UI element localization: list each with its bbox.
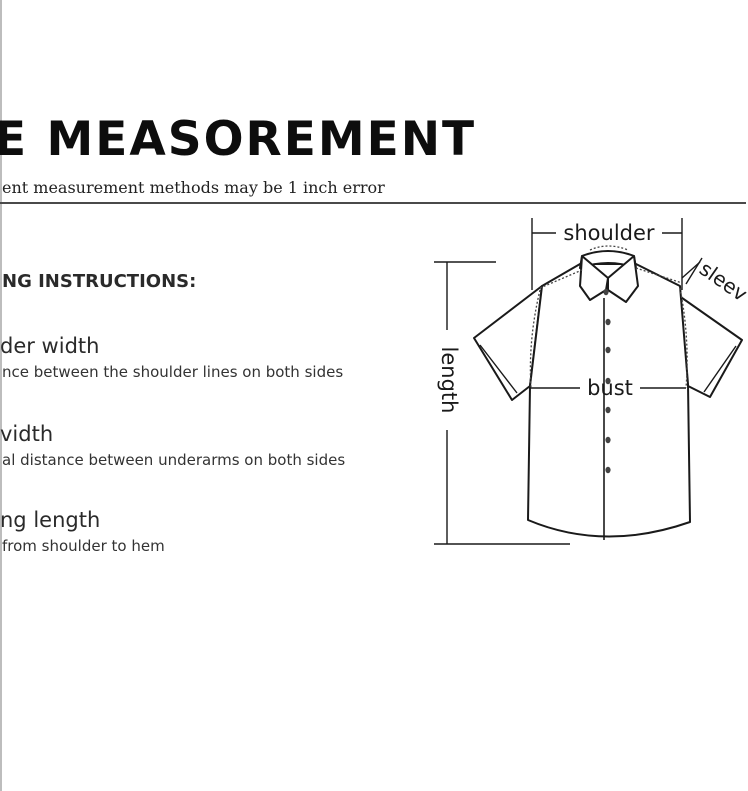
button [605,466,611,474]
left-border [0,0,2,791]
length-measure-line [434,261,570,545]
shoulder-width-title: der width [0,334,100,358]
length-title: ng length [0,508,101,532]
sleeve-label: sleev [695,256,748,306]
button [605,406,611,414]
sleeve-hems [479,344,737,394]
shirt-torso [527,263,691,538]
button [603,288,609,296]
sleeve-measure-line [681,257,703,285]
header-divider [0,202,746,204]
bust-width-desc: al distance between underarms on both si… [2,451,346,469]
length-desc: from shoulder to hem [2,537,165,555]
button [605,377,611,385]
collar-left [579,255,609,301]
length-label: length [437,347,461,414]
shoulder-seams [529,245,688,389]
page-title: E MEASOREMENT [0,112,477,167]
button [605,318,611,326]
shirt-buttons [603,288,611,474]
shirt-outline [473,250,743,538]
bust-width-title: vidth [0,422,54,446]
button [605,436,611,444]
button [605,346,611,354]
page-subtitle: ent measurement methods may be 1 inch er… [2,178,385,197]
shoulder-width-desc: nce between the shoulder lines on both s… [2,363,344,381]
instructions-heading: NG INSTRUCTIONS: [2,271,197,292]
shoulder-label: shoulder [563,221,654,245]
bust-label: bust [587,376,633,400]
collar-right [607,255,639,303]
